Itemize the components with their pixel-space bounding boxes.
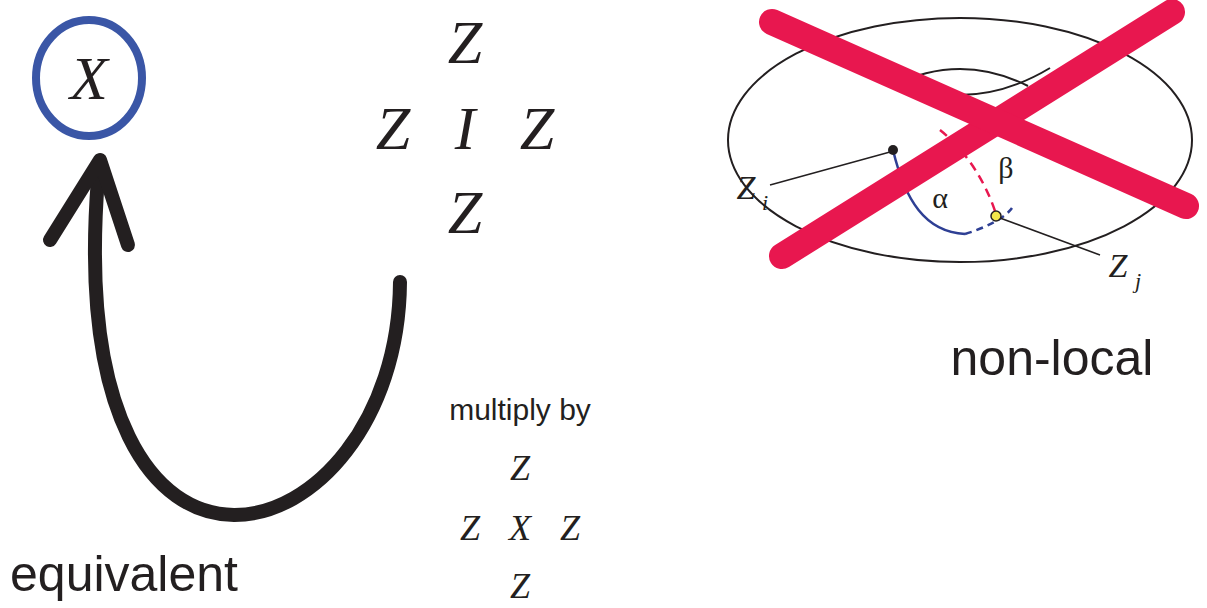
alpha-loop-hidden — [965, 208, 1012, 234]
math-symbol: I — [455, 97, 476, 159]
loop-name: α — [932, 183, 948, 213]
curved-arrow — [95, 178, 400, 515]
operator-symbol: X — [70, 47, 108, 109]
leader-line — [1000, 218, 1100, 255]
heading-text: non-local — [951, 333, 1154, 383]
leader-line — [770, 152, 890, 185]
math-symbol: Z — [520, 97, 554, 159]
math-symbol: Z — [376, 97, 410, 159]
subscript: j — [1135, 270, 1141, 292]
math-symbol: Z — [448, 11, 482, 73]
logical-operator-circle: X — [32, 16, 146, 140]
heading-text: equivalent — [10, 549, 238, 599]
math-symbol: Z — [448, 181, 482, 243]
loop-name: β — [998, 153, 1013, 183]
math-symbol: Z — [510, 568, 530, 604]
arrow-head — [50, 160, 128, 245]
caption-text: multiply by — [449, 395, 591, 425]
math-symbol: Z — [737, 171, 756, 205]
math-symbol: Z — [1109, 249, 1128, 283]
qubit-dot — [991, 211, 1001, 221]
cross-out — [772, 22, 1186, 206]
math-symbol: Z — [460, 510, 480, 546]
math-symbol: Z — [560, 510, 580, 546]
math-symbol: X — [509, 510, 531, 546]
subscript: i — [762, 192, 768, 214]
qubit-dot — [888, 145, 898, 155]
math-symbol: Z — [510, 450, 530, 486]
